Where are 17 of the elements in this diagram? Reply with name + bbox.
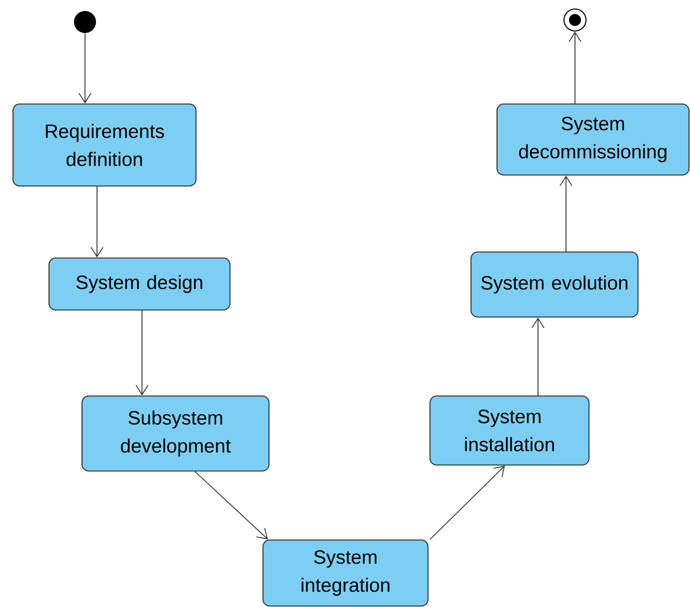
arrow xyxy=(560,176,572,252)
initial-state xyxy=(74,11,96,33)
state-box: System evolution xyxy=(470,251,639,318)
arrow xyxy=(568,32,582,104)
arrow xyxy=(90,186,104,258)
arrow xyxy=(136,310,148,396)
state-box: System decommissioning xyxy=(496,103,690,176)
arrow xyxy=(78,32,92,104)
final-state xyxy=(563,8,587,32)
state-box: System integration xyxy=(262,539,429,607)
arrow xyxy=(430,466,505,540)
arrow xyxy=(194,471,268,540)
arrow xyxy=(532,318,544,396)
state-box: Subsystem development xyxy=(81,395,270,472)
state-box: System design xyxy=(48,257,231,311)
state-box: Requirements definition xyxy=(12,103,197,187)
state-box: System installation xyxy=(429,395,590,466)
